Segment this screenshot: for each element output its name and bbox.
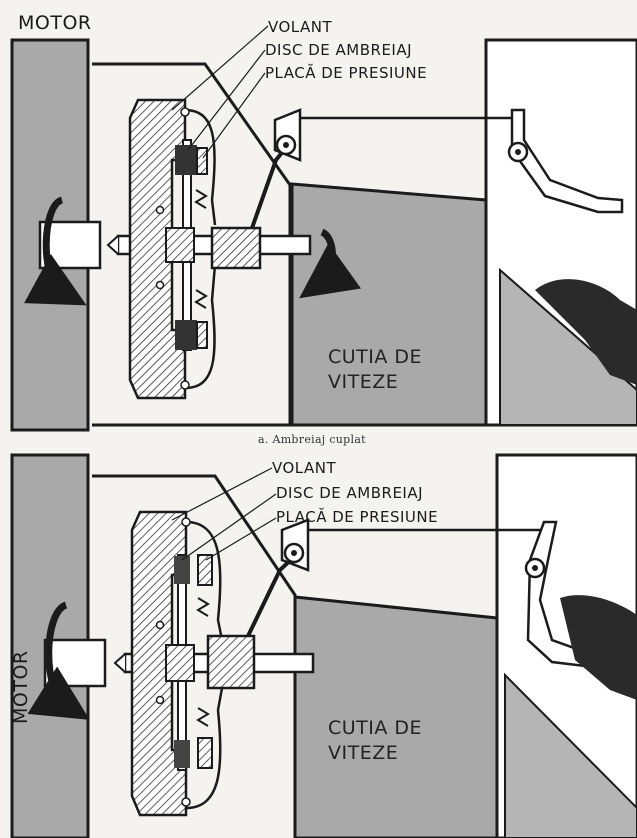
bolt [155, 280, 165, 290]
disc-lining-bottom [175, 320, 197, 350]
clutch-disc-label: DISC DE AMBREIAJ [265, 41, 413, 59]
disc-lining-top [175, 145, 197, 175]
leader-line-flywheel [171, 25, 269, 111]
bolt [181, 517, 191, 527]
leader-line-disc [187, 49, 266, 151]
cabin-floor [499, 267, 637, 426]
spring-top [194, 189, 208, 209]
gearbox-label: CUTIA DE VITEZE [328, 346, 423, 393]
pressure-plate-label: PLACĂ DE PRESIUNE [265, 64, 428, 82]
leader-line-disc [181, 493, 277, 561]
shaft-tip [106, 235, 119, 255]
clutch-housing [92, 62, 292, 427]
driver-shoe [560, 595, 637, 700]
leader-line-plate [202, 72, 266, 159]
leader-line-flywheel [171, 467, 273, 521]
fork-pivot-center [283, 142, 289, 148]
panel-engaged [10, 25, 637, 432]
disc-lining-top [174, 556, 190, 584]
cabin-floor [504, 672, 637, 838]
pedal-pivot-center [532, 565, 538, 571]
panel-disengaged [10, 453, 637, 838]
driver-shoe [535, 279, 637, 385]
disc-lining-bottom [174, 740, 190, 768]
flywheel-label: VOLANT [272, 459, 337, 477]
pressure-plate-top [196, 147, 208, 175]
disc-hub [165, 644, 195, 682]
spring-bottom [194, 289, 208, 309]
fork-pivot-center [291, 550, 297, 556]
clutch-pedal [510, 108, 624, 214]
clutch-disc-label: DISC DE AMBREIAJ [276, 484, 424, 502]
gearbox-label: CUTIA DE VITEZE [328, 717, 423, 764]
leader-line-plate [205, 517, 277, 561]
release-fork [246, 553, 298, 637]
pressure-plate-bottom [196, 321, 208, 349]
bolt [180, 380, 190, 390]
pressure-plate-bottom [197, 737, 213, 769]
gearbox-block [293, 595, 499, 838]
clutch-cover [184, 108, 217, 390]
motor-label: MOTOR [18, 12, 92, 34]
spring-top [196, 597, 210, 617]
spring-bottom [196, 707, 210, 727]
bolt [180, 107, 190, 117]
disc-hub [165, 227, 195, 263]
bolt [181, 797, 191, 807]
bolt [155, 205, 165, 215]
bolt [155, 695, 165, 705]
release-bearing [206, 634, 256, 690]
rotation-arrow-shaft [299, 228, 362, 299]
pedal-pivot-center [515, 149, 521, 155]
release-bearing [210, 226, 262, 270]
bolt [155, 620, 165, 630]
rotation-arrow-engine [23, 196, 87, 306]
pressure-plate-label: PLACĂ DE PRESIUNE [276, 508, 439, 526]
rotation-arrow-engine [27, 601, 90, 720]
flywheel-label: VOLANT [268, 18, 333, 36]
figure-caption: a. Ambreiaj cuplat [258, 433, 366, 446]
motor-label-vertical: MOTOR [10, 650, 32, 724]
pressure-plate-top [197, 554, 213, 586]
shaft-tip [113, 653, 126, 673]
